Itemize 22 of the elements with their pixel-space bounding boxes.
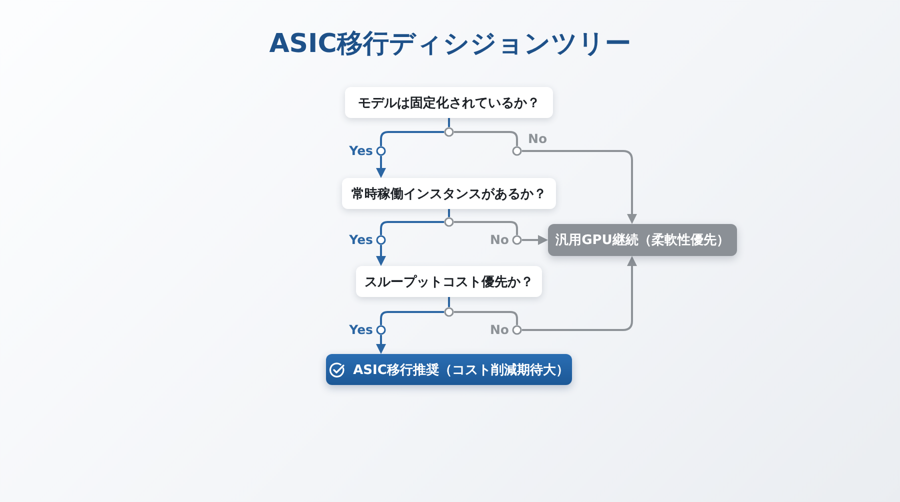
title: ASIC移行ディシジョンツリー bbox=[269, 28, 631, 61]
arrow bbox=[452, 221, 548, 245]
arrow bbox=[452, 256, 637, 331]
question-box: 常時稼働インスタンスがあるか？ bbox=[342, 178, 556, 209]
edge-label: No bbox=[490, 322, 509, 338]
edge-label: Yes bbox=[349, 143, 373, 159]
arrow bbox=[452, 131, 637, 224]
result-text: ASIC移行推奨（コスト削減期待大） bbox=[353, 362, 569, 378]
arrow bbox=[376, 311, 446, 354]
edge-label: Yes bbox=[349, 232, 373, 248]
connector bbox=[448, 209, 450, 218]
connector bbox=[448, 297, 450, 308]
connector bbox=[448, 118, 450, 128]
edge-label: No bbox=[490, 232, 509, 248]
question-box: モデルは固定化されているか？ bbox=[345, 87, 553, 118]
result-box bbox=[326, 354, 572, 385]
question-box: スループットコスト優先か？ bbox=[356, 266, 542, 297]
outcome-box: 汎用GPU継続（柔軟性優先） bbox=[548, 224, 737, 256]
arrow bbox=[376, 131, 446, 178]
arrow bbox=[376, 221, 446, 266]
edge-label: No bbox=[528, 131, 548, 147]
edge-label: Yes bbox=[349, 322, 373, 338]
